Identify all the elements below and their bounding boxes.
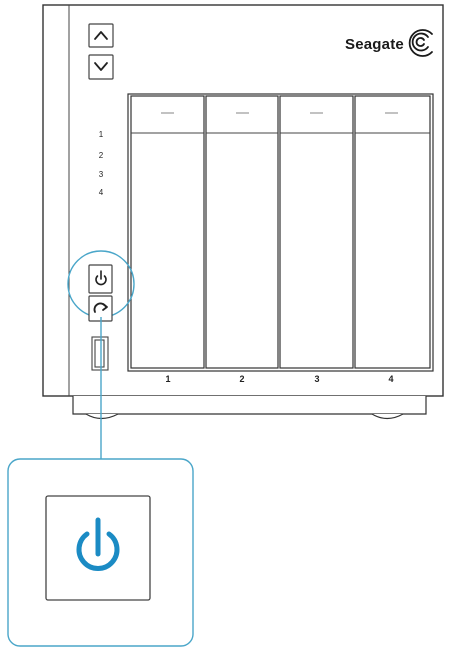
- down-button[interactable]: [88, 54, 114, 80]
- callout-box: [7, 458, 194, 647]
- drive-bay-4[interactable]: [354, 95, 431, 369]
- usb-port[interactable]: [91, 336, 109, 371]
- drive-bay-1[interactable]: [130, 95, 205, 369]
- seagate-logo-icon: [408, 29, 433, 57]
- callout-power-icon: [76, 517, 120, 571]
- bay-label-3: 3: [314, 374, 320, 384]
- up-button[interactable]: [88, 23, 114, 48]
- power-icon: [95, 270, 107, 286]
- drive-bay-2[interactable]: [205, 95, 279, 369]
- chevron-up-icon: [94, 31, 108, 40]
- chevron-down-icon: [94, 62, 108, 71]
- drive-bay-3[interactable]: [279, 95, 354, 369]
- reset-button[interactable]: [88, 295, 113, 322]
- reset-icon: [93, 302, 108, 313]
- bay-label-1: 1: [165, 374, 171, 384]
- side-indicator-2: 2: [98, 151, 104, 160]
- brand-name: Seagate: [345, 36, 404, 53]
- device-base: [72, 396, 427, 420]
- power-button[interactable]: [88, 264, 113, 294]
- side-indicator-4: 4: [98, 188, 104, 197]
- bay-label-2: 2: [239, 374, 245, 384]
- side-indicator-1: 1: [98, 130, 104, 139]
- bay-label-4: 4: [388, 374, 394, 384]
- side-indicator-3: 3: [98, 170, 104, 179]
